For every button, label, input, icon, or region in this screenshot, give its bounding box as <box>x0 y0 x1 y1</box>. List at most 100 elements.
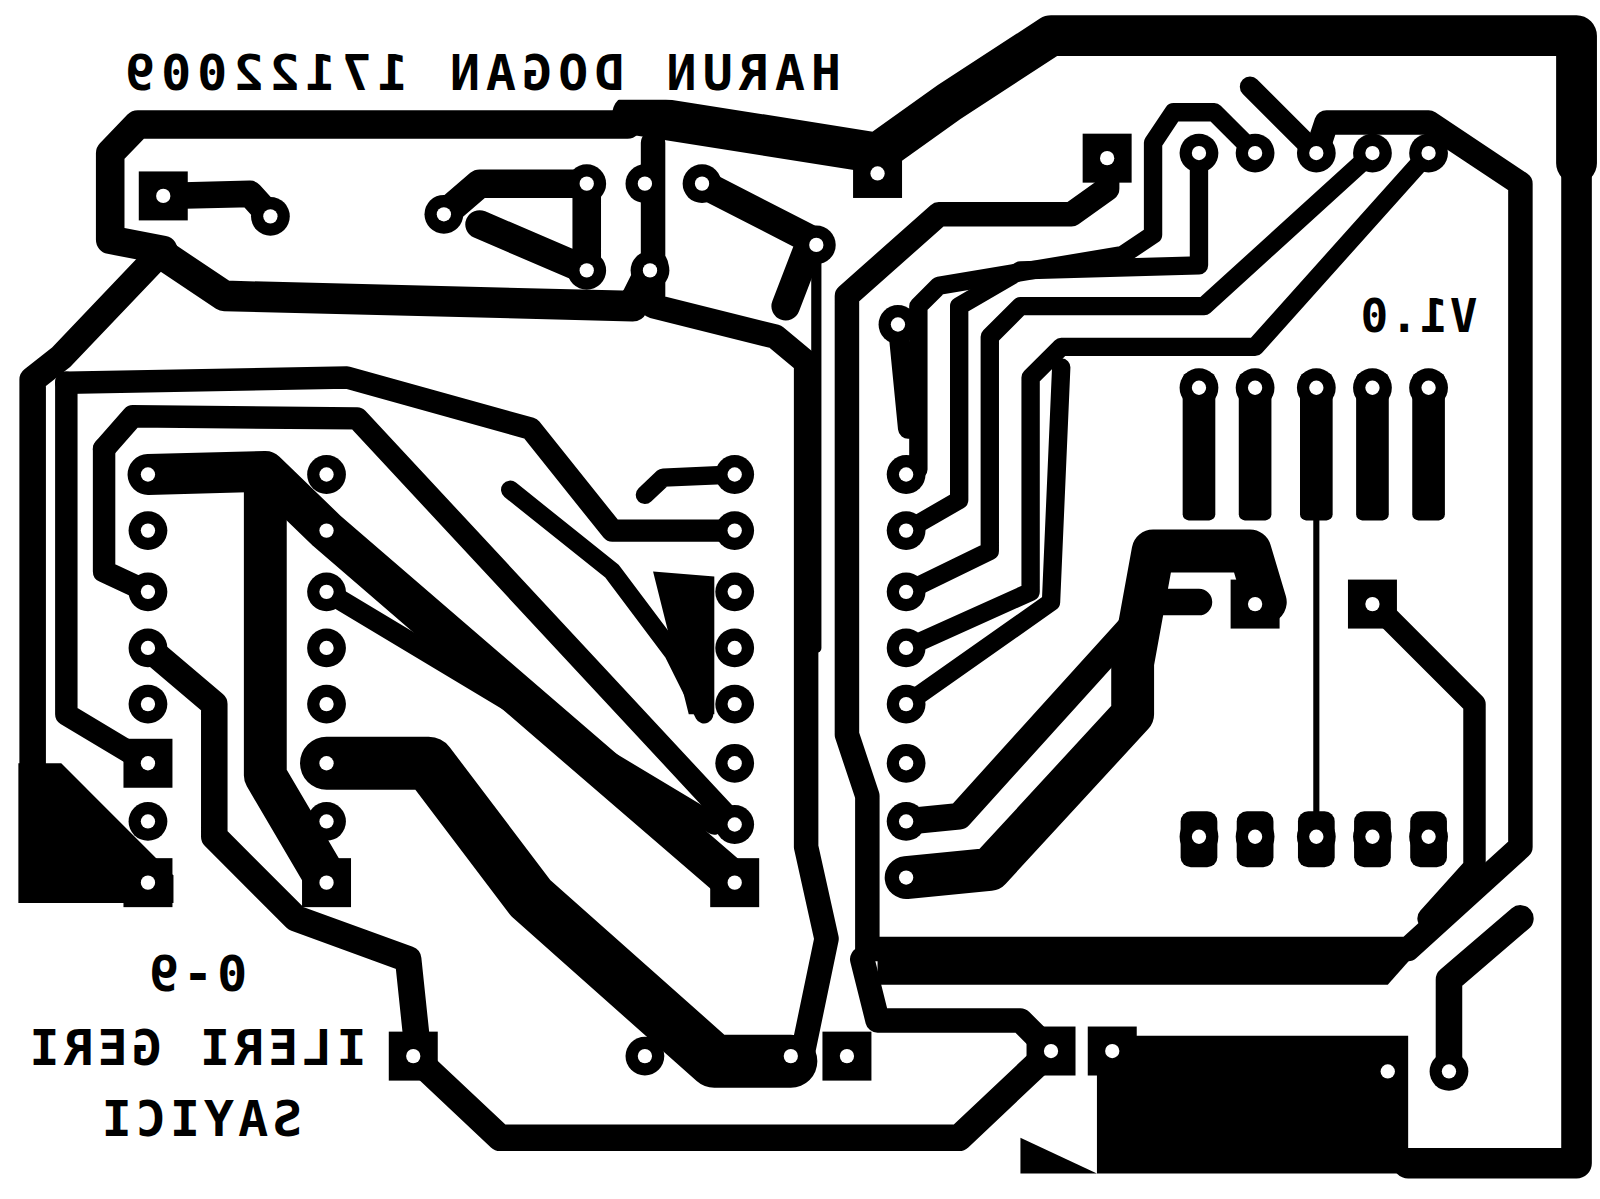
copper-trace <box>906 367 1061 704</box>
round-pad <box>1297 134 1336 173</box>
drill-hole <box>1309 381 1323 395</box>
drill-hole <box>728 523 742 537</box>
drill-hole <box>728 697 742 711</box>
drill-hole <box>899 641 913 655</box>
drill-hole <box>899 697 913 711</box>
round-pad <box>567 251 606 290</box>
square-pad <box>1027 1027 1076 1076</box>
copper-trace <box>413 1051 1051 1138</box>
copper-pour <box>1020 1138 1097 1174</box>
drill-hole <box>899 870 913 884</box>
round-pad <box>626 164 665 203</box>
copper-pour <box>653 571 714 714</box>
drill-hole <box>141 523 155 537</box>
round-pad <box>715 805 754 844</box>
copper-trace <box>847 122 1520 949</box>
square-pad <box>853 149 902 198</box>
round-pad <box>1409 817 1448 856</box>
round-pad <box>424 195 463 234</box>
round-pad <box>567 164 606 203</box>
drill-hole <box>1365 597 1379 611</box>
round-pad <box>129 511 168 550</box>
drill-hole <box>141 756 155 770</box>
round-pad <box>887 744 926 783</box>
drill-hole <box>1248 830 1262 844</box>
round-pad <box>129 455 168 494</box>
round-pad <box>1430 1052 1469 1091</box>
square-pad <box>1231 580 1280 629</box>
round-pad <box>307 455 346 494</box>
drill-hole <box>319 641 333 655</box>
copper-trace <box>444 184 587 271</box>
round-pad <box>307 744 346 783</box>
round-pad <box>307 511 346 550</box>
round-pad <box>1236 817 1275 856</box>
round-pad <box>1353 134 1392 173</box>
drill-hole <box>1192 381 1206 395</box>
copper-trace <box>811 245 821 648</box>
drill-hole <box>638 1049 652 1063</box>
drill-hole <box>1442 1064 1456 1078</box>
round-pad <box>715 744 754 783</box>
copper-trace <box>906 551 1265 878</box>
round-pad <box>887 629 926 668</box>
square-pad <box>139 171 188 220</box>
round-pad <box>129 572 168 611</box>
round-pad <box>887 572 926 611</box>
copper-pour <box>1097 1036 1408 1174</box>
round-pad <box>715 511 754 550</box>
round-pad <box>1297 368 1336 407</box>
drill-hole <box>1421 146 1435 160</box>
copper-trace <box>906 153 1372 592</box>
drill-hole <box>728 756 742 770</box>
drill-hole <box>319 756 333 770</box>
drill-hole <box>580 263 594 277</box>
round-pad <box>307 802 346 841</box>
round-pad <box>887 455 926 494</box>
round-pad <box>683 164 722 203</box>
round-pad <box>129 685 168 724</box>
drill-hole <box>1044 1044 1058 1058</box>
drill-hole <box>319 585 333 599</box>
round-pad <box>1297 817 1336 856</box>
drill-hole <box>695 177 709 191</box>
drill-hole <box>899 756 913 770</box>
round-pad <box>887 858 926 897</box>
round-pad <box>715 572 754 611</box>
drill-hole <box>809 238 823 252</box>
round-pad <box>631 251 670 290</box>
drill-hole <box>899 523 913 537</box>
round-pad <box>1236 368 1275 407</box>
round-pad <box>771 1037 810 1076</box>
round-pad <box>1409 368 1448 407</box>
round-pad <box>887 511 926 550</box>
round-pad <box>129 629 168 668</box>
drill-hole <box>1421 381 1435 395</box>
round-pad <box>879 305 918 344</box>
round-pad <box>307 629 346 668</box>
silkscreen-label: SAYICI <box>92 1093 309 1146</box>
round-pad <box>626 1037 665 1076</box>
drill-hole <box>1381 1064 1395 1078</box>
round-pad <box>887 802 926 841</box>
drill-hole <box>141 467 155 481</box>
square-pad <box>1088 1027 1137 1076</box>
drill-hole <box>580 177 594 191</box>
round-pad <box>715 455 754 494</box>
drill-hole <box>141 585 155 599</box>
square-pad <box>710 858 759 907</box>
copper-trace <box>1372 602 1474 918</box>
square-pad <box>123 739 172 788</box>
round-pad <box>715 685 754 724</box>
copper-trace <box>702 184 811 306</box>
silkscreen-label: ILERI GERI <box>19 1022 372 1075</box>
drill-hole <box>263 209 277 223</box>
round-pad <box>1353 817 1392 856</box>
copper-pour <box>878 939 1429 985</box>
round-pad <box>1180 134 1219 173</box>
drill-hole <box>1365 146 1379 160</box>
drill-hole <box>319 876 333 890</box>
round-pad <box>1353 368 1392 407</box>
round-pad <box>797 226 836 265</box>
